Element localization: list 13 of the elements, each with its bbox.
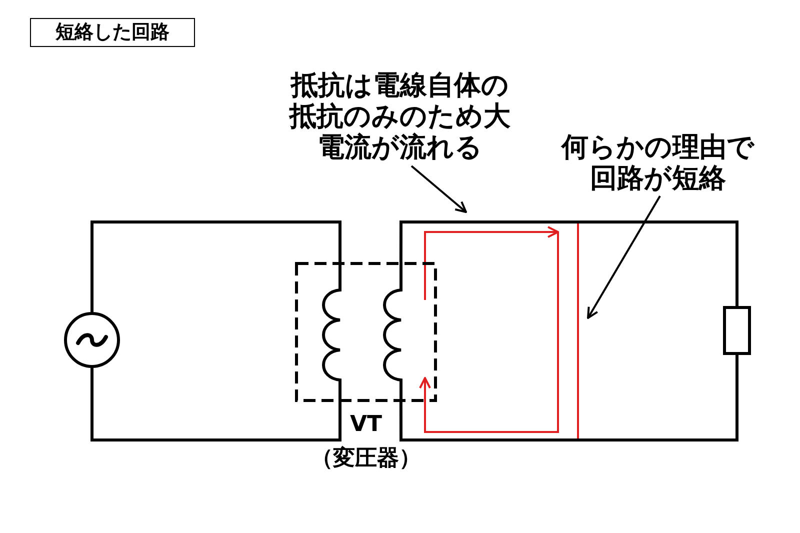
wire	[399, 355, 738, 442]
leader-arrow	[410, 165, 467, 213]
annotation-text: 抵抗は電線自体の抵抗のみのため大電流が流れる	[285, 70, 515, 166]
wire	[399, 220, 738, 306]
component-label: VT（変圧器）	[310, 411, 422, 473]
resistor-symbol	[723, 306, 751, 355]
wire	[90, 220, 342, 312]
wire	[90, 368, 342, 442]
leader-arrow	[587, 196, 661, 319]
title-box: 短絡した回路	[30, 18, 195, 47]
transformer-symbol	[295, 262, 437, 402]
ac-source-symbol	[64, 312, 120, 368]
annotation-text: 何らかの理由で回路が短絡	[558, 132, 758, 196]
